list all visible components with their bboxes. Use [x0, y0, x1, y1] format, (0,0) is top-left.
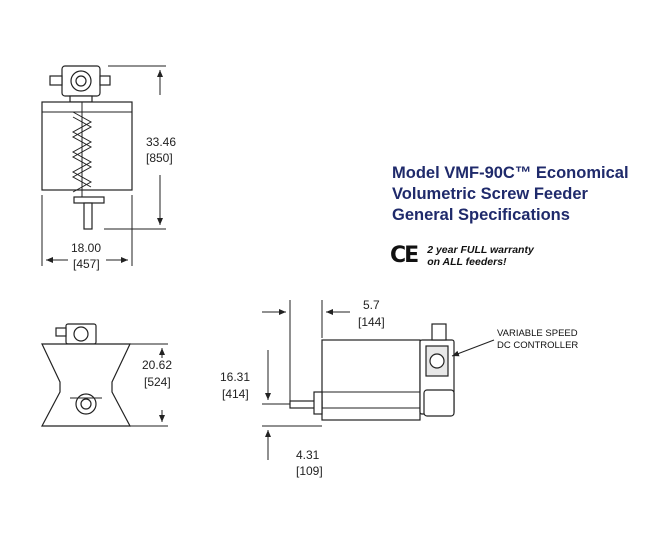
ce-mark-icon: CE — [390, 243, 419, 268]
discharge-height-inches: 16.31 — [220, 370, 250, 384]
elevation-hopper — [321, 339, 421, 421]
motor-hub — [75, 75, 87, 87]
controller-callout: VARIABLE SPEED DC CONTROLLER — [497, 328, 578, 352]
elevation-flange — [313, 391, 323, 415]
front-height-inches: 33.46 — [146, 135, 176, 149]
warranty-text: 2 year FULL warranty on ALL feeders! — [427, 244, 534, 268]
motor-side-box — [49, 75, 63, 86]
title-line-3: General Specifications — [392, 206, 570, 224]
discharge-offset-inches: 5.7 — [363, 298, 380, 312]
warranty-line-2: on ALL feeders! — [427, 255, 507, 268]
bottom-offset-mm: [109] — [296, 464, 323, 478]
front-width-mm: [457] — [73, 257, 100, 271]
warranty-line-1: 2 year FULL warranty — [427, 243, 534, 256]
bottom-offset-inches: 4.31 — [296, 448, 320, 462]
controller-dial — [429, 353, 445, 369]
title-line-2: Volumetric Screw Feeder — [392, 185, 588, 203]
front-width-inches: 18.00 — [71, 241, 101, 255]
title-line-1: Model VMF-90C™ Economical — [392, 164, 629, 182]
discharge-flange — [73, 196, 105, 204]
side-height-inches: 20.62 — [142, 358, 172, 372]
front-view — [41, 65, 166, 266]
elevation-view — [262, 300, 495, 460]
auger-screw — [71, 102, 93, 200]
front-hopper — [41, 101, 133, 191]
discharge-height-mm: [414] — [222, 387, 249, 401]
spec-title: Model VMF-90C™ Economical Volumetric Scr… — [392, 163, 629, 226]
controller-top — [431, 323, 447, 341]
discharge-tube — [83, 202, 93, 230]
discharge-offset-mm: [144] — [358, 315, 385, 329]
side-motor-face — [73, 326, 89, 342]
controller-label-line-2: DC CONTROLLER — [497, 340, 579, 351]
side-discharge-inner — [80, 398, 92, 410]
side-motor-box — [55, 327, 67, 337]
motor-mount — [69, 95, 93, 103]
motor-side-box-right — [99, 75, 111, 86]
controller-label-line-1: VARIABLE SPEED — [497, 328, 578, 339]
drive-motor — [423, 389, 455, 417]
side-view — [41, 323, 168, 427]
warranty-block: CE 2 year FULL warranty on ALL feeders! — [390, 243, 534, 268]
front-height-mm: [850] — [146, 151, 173, 165]
side-height-mm: [524] — [144, 375, 171, 389]
